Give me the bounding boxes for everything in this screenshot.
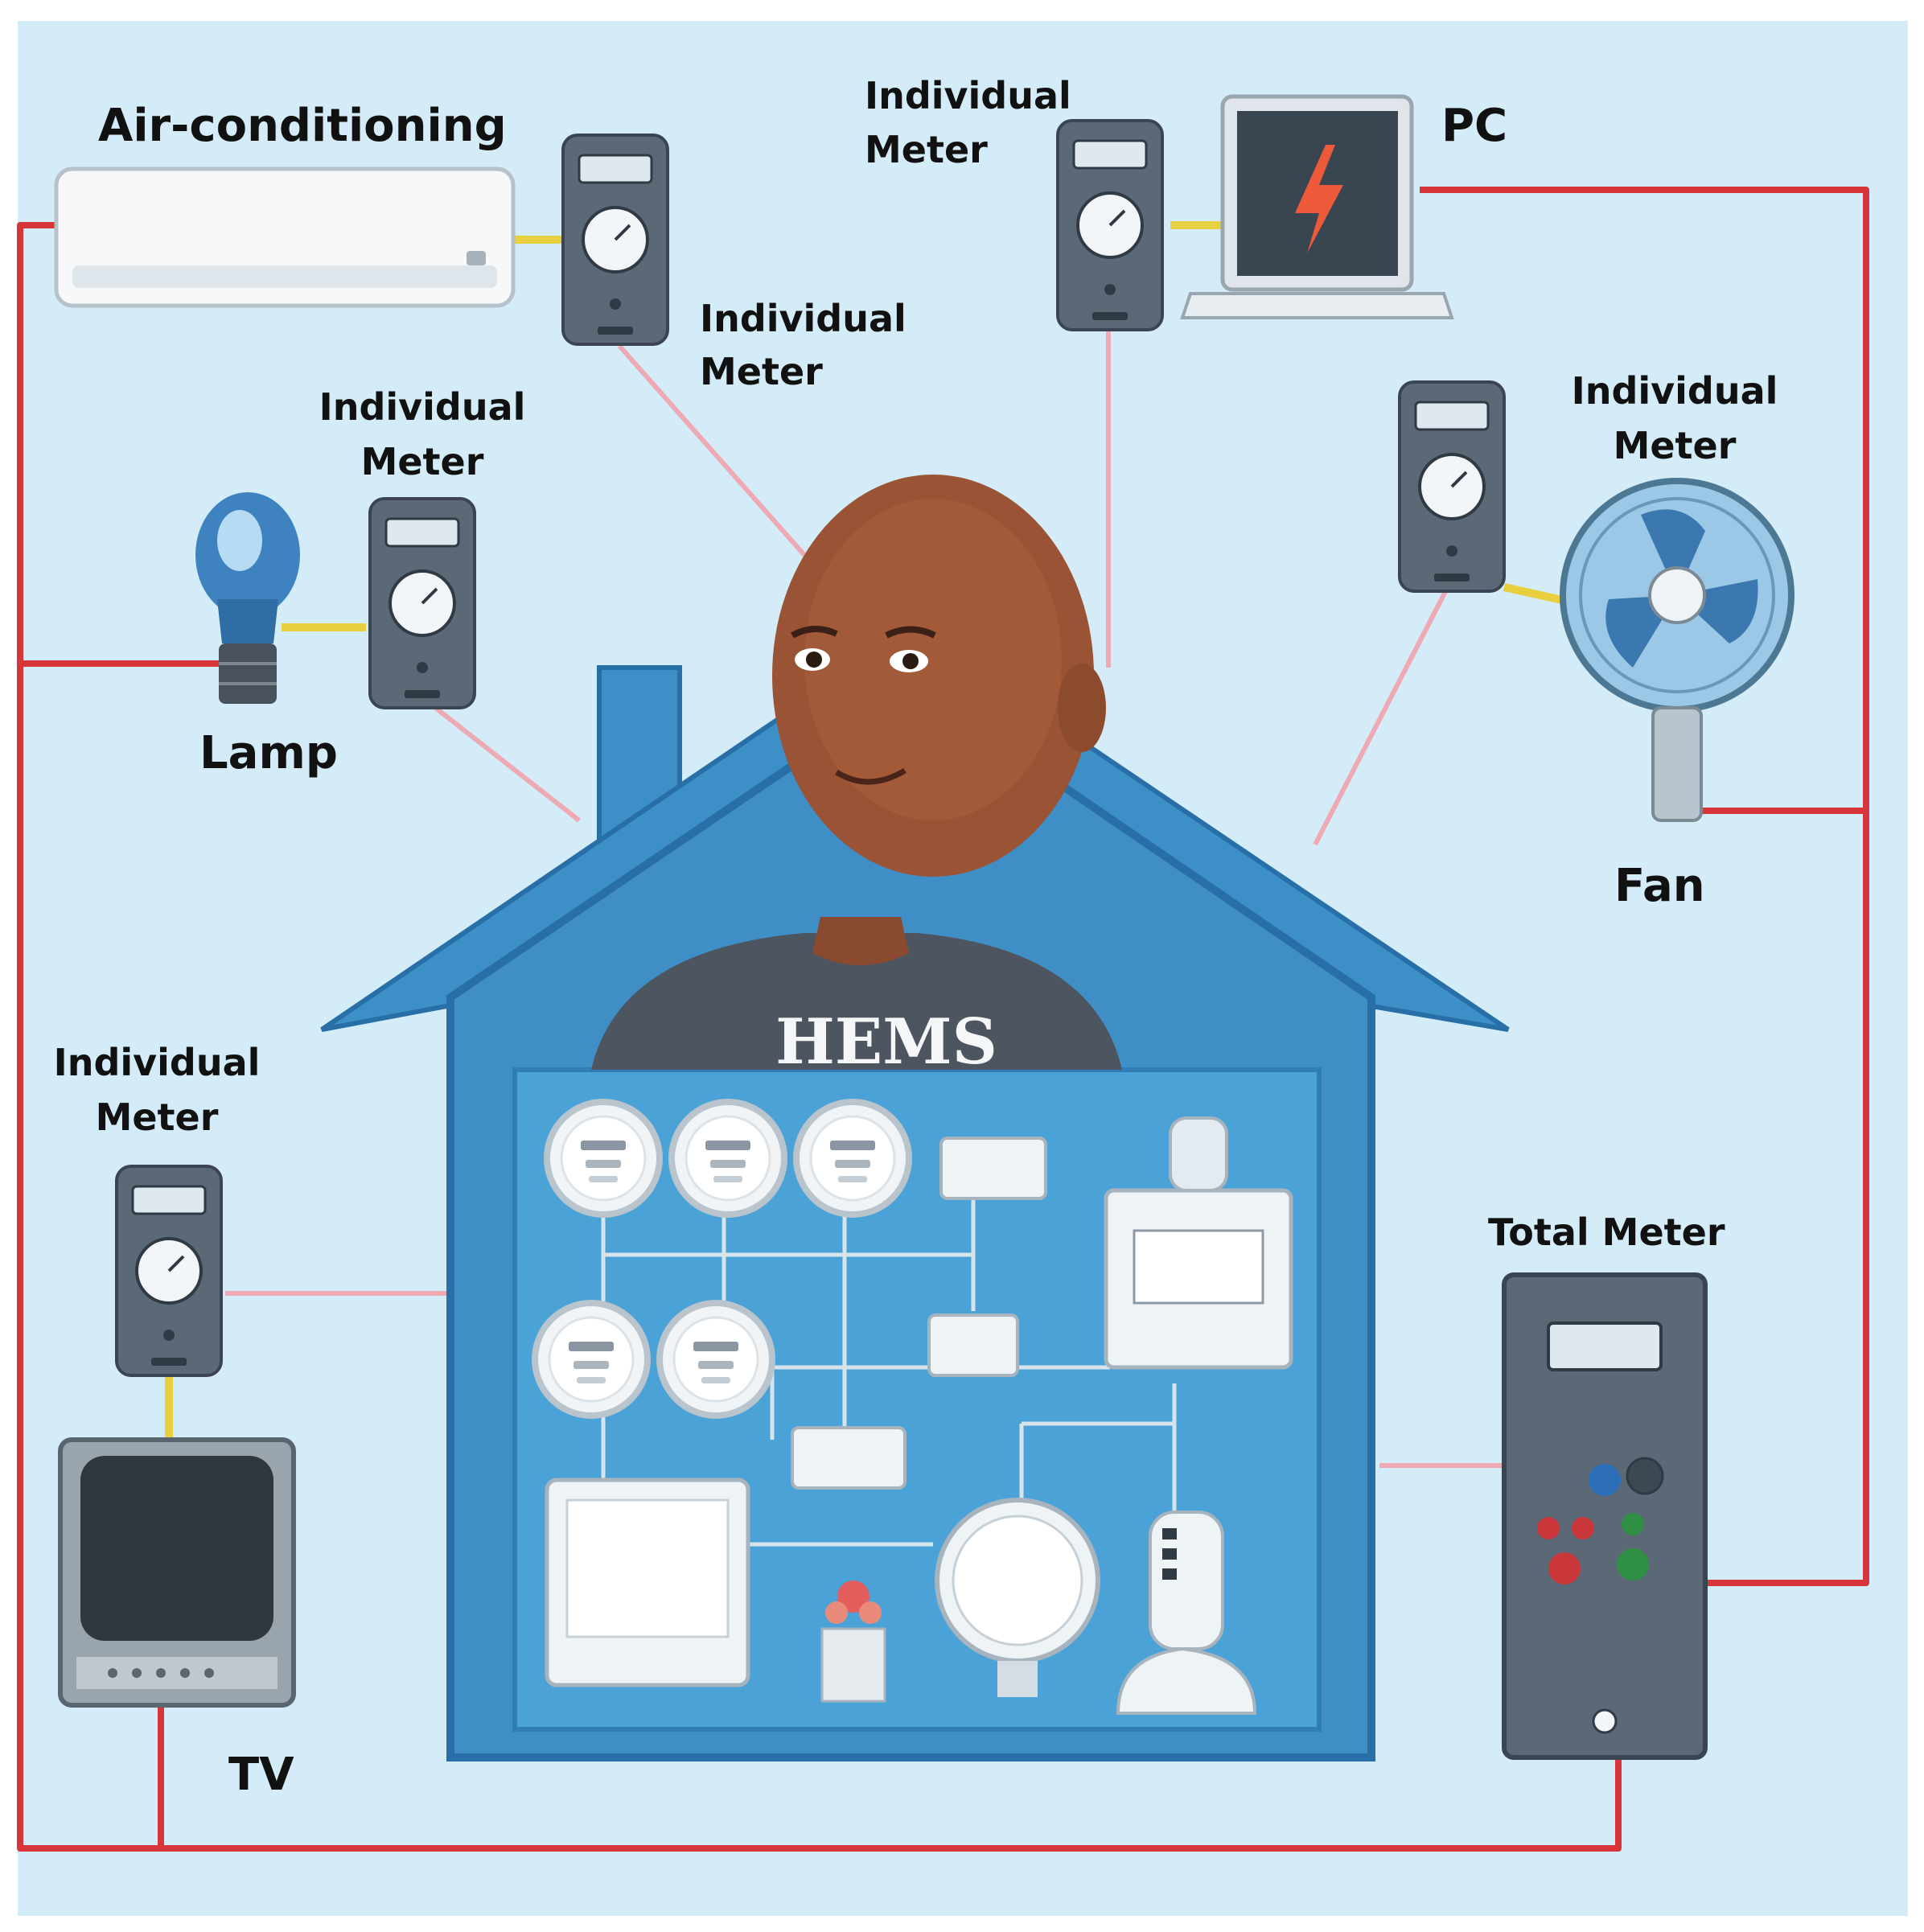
air-conditioning-label: Air-conditioning xyxy=(98,100,507,152)
individual-meter-lamp xyxy=(368,497,476,709)
meter-fan-label-line2: Meter xyxy=(1614,424,1737,467)
air-conditioner-icon xyxy=(54,166,516,308)
meter-fan-label-line1: Individual xyxy=(1572,369,1778,413)
meter-tv-label-line2: Meter xyxy=(96,1095,219,1139)
total-meter-icon xyxy=(1502,1272,1708,1760)
meter-tv-label-line1: Individual xyxy=(54,1041,261,1084)
light-bulb-icon xyxy=(195,492,300,704)
individual-meter-fan xyxy=(1398,380,1506,593)
fan-icon xyxy=(1560,478,1794,822)
individual-meter-ac xyxy=(561,134,669,346)
person-icon xyxy=(591,475,1122,1070)
lamp-label: Lamp xyxy=(199,727,338,779)
appliance-links xyxy=(165,221,1578,1440)
meter-ac-label-line2: Meter xyxy=(700,350,823,393)
house-interior-devices xyxy=(535,1102,1293,1715)
signal-wiring xyxy=(225,330,1504,1468)
meter-ac-label-line1: Individual xyxy=(700,297,906,340)
laptop-icon xyxy=(1180,94,1454,319)
meter-lamp-label-line2: Meter xyxy=(361,440,484,483)
television-icon xyxy=(58,1437,296,1708)
meter-lamp-label-line1: Individual xyxy=(319,385,526,429)
individual-meter-pc xyxy=(1056,119,1164,331)
individual-meter-tv xyxy=(115,1165,223,1377)
diagram-labels: Air-conditioning PC Lamp Fan TV Total Me… xyxy=(54,74,1778,1801)
meter-pc-label-line2: Meter xyxy=(865,128,988,171)
meter-pc-label-line1: Individual xyxy=(865,74,1071,117)
tv-label: TV xyxy=(228,1749,294,1801)
pc-label: PC xyxy=(1441,100,1507,152)
fan-label: Fan xyxy=(1614,860,1705,912)
hems-label: HEMS xyxy=(775,1005,997,1079)
total-meter-label: Total Meter xyxy=(1488,1211,1725,1254)
